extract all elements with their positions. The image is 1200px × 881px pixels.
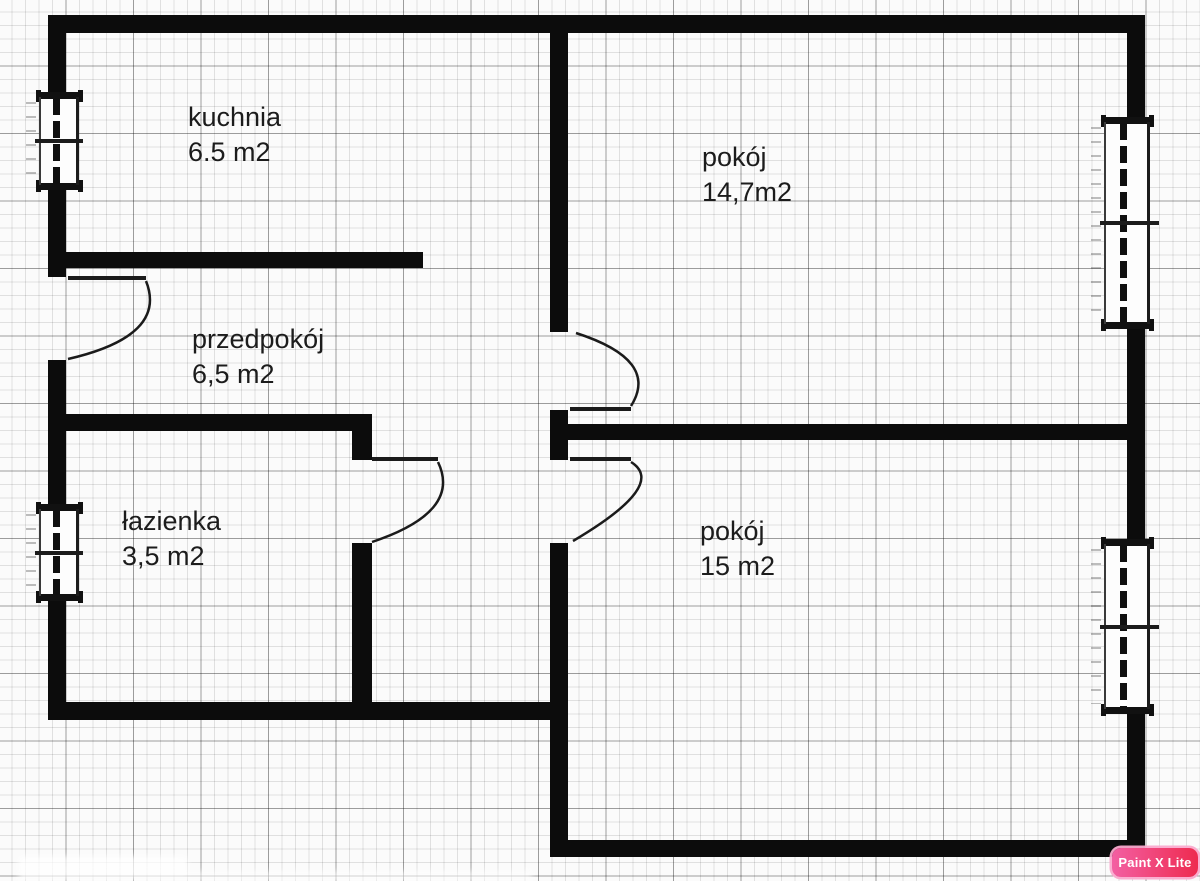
room-name: przedpokój — [192, 324, 325, 354]
window-hatch-ticks — [1091, 549, 1101, 704]
window-frame-cap — [1101, 115, 1154, 127]
room-area: 3,5 m2 — [122, 541, 205, 571]
door-icon-room-small — [570, 457, 643, 543]
wall-left-segment — [48, 598, 66, 720]
badge-label: Paint X Lite — [1118, 855, 1192, 870]
wall-right-segment — [1127, 713, 1145, 857]
window-mid-rail — [1100, 221, 1159, 225]
door-icon-entrance — [67, 276, 152, 361]
wall-middle-segment — [550, 543, 568, 857]
window-frame-cap — [36, 502, 83, 514]
wall-middle-segment — [550, 15, 568, 332]
window-frame-cap — [1101, 319, 1154, 331]
room-area: 6.5 m2 — [188, 137, 271, 167]
room-label-pokoj-maly: pokój 15 m2 — [700, 514, 775, 584]
window-icon-room-large — [1091, 115, 1159, 331]
room-area: 14,7m2 — [702, 177, 793, 207]
room-label-lazienka: łazienka 3,5 m2 — [122, 504, 221, 574]
wall-right-segment — [1127, 15, 1145, 118]
wall-rooms-divider — [550, 424, 1145, 440]
wall-kitchen-divider — [66, 252, 423, 268]
wall-bathroom-top — [66, 414, 372, 431]
door-icon-bathroom — [371, 457, 445, 544]
window-frame-cap — [1101, 704, 1154, 716]
room-label-kuchnia: kuchnia 6.5 m2 — [188, 100, 281, 170]
wall-left-segment — [48, 360, 66, 507]
window-icon-kitchen — [26, 90, 83, 192]
window-icon-bathroom — [26, 502, 83, 603]
room-name: pokój — [702, 142, 767, 172]
room-name: pokój — [700, 516, 765, 546]
room-area: 15 m2 — [700, 551, 776, 581]
room-label-przedpokoj: przedpokój 6,5 m2 — [192, 322, 324, 392]
room-name: łazienka — [122, 506, 222, 536]
window-frame-cap — [1101, 537, 1154, 549]
wall-bottom-right-exterior — [550, 840, 1145, 857]
window-frame-cap — [36, 591, 83, 603]
room-name: kuchnia — [188, 102, 282, 132]
door-icon-room-large — [570, 331, 640, 411]
window-frame-cap — [36, 180, 83, 192]
wall-bathroom-right-segment — [352, 414, 372, 460]
window-mid-rail — [35, 550, 83, 555]
wall-left-segment — [48, 188, 66, 277]
room-label-pokoj-duzy: pokój 14,7m2 — [702, 140, 792, 210]
paint-x-lite-badge: Paint X Lite — [1112, 848, 1198, 877]
wall-left-segment — [48, 15, 66, 95]
watermark-smudge — [18, 871, 533, 881]
wall-top-exterior — [48, 15, 1145, 33]
window-hatch-ticks — [1091, 127, 1101, 319]
room-area: 6,5 m2 — [192, 359, 275, 389]
window-mid-rail — [35, 139, 83, 143]
wall-bottom-left-exterior — [48, 702, 568, 720]
window-hatch-ticks — [26, 514, 36, 591]
window-hatch-ticks — [26, 102, 36, 180]
window-frame-cap — [36, 90, 83, 102]
window-mid-rail — [1100, 624, 1159, 629]
wall-bathroom-right-segment — [352, 543, 372, 705]
watermark-smudge — [18, 856, 188, 875]
window-icon-room-small — [1091, 537, 1159, 716]
